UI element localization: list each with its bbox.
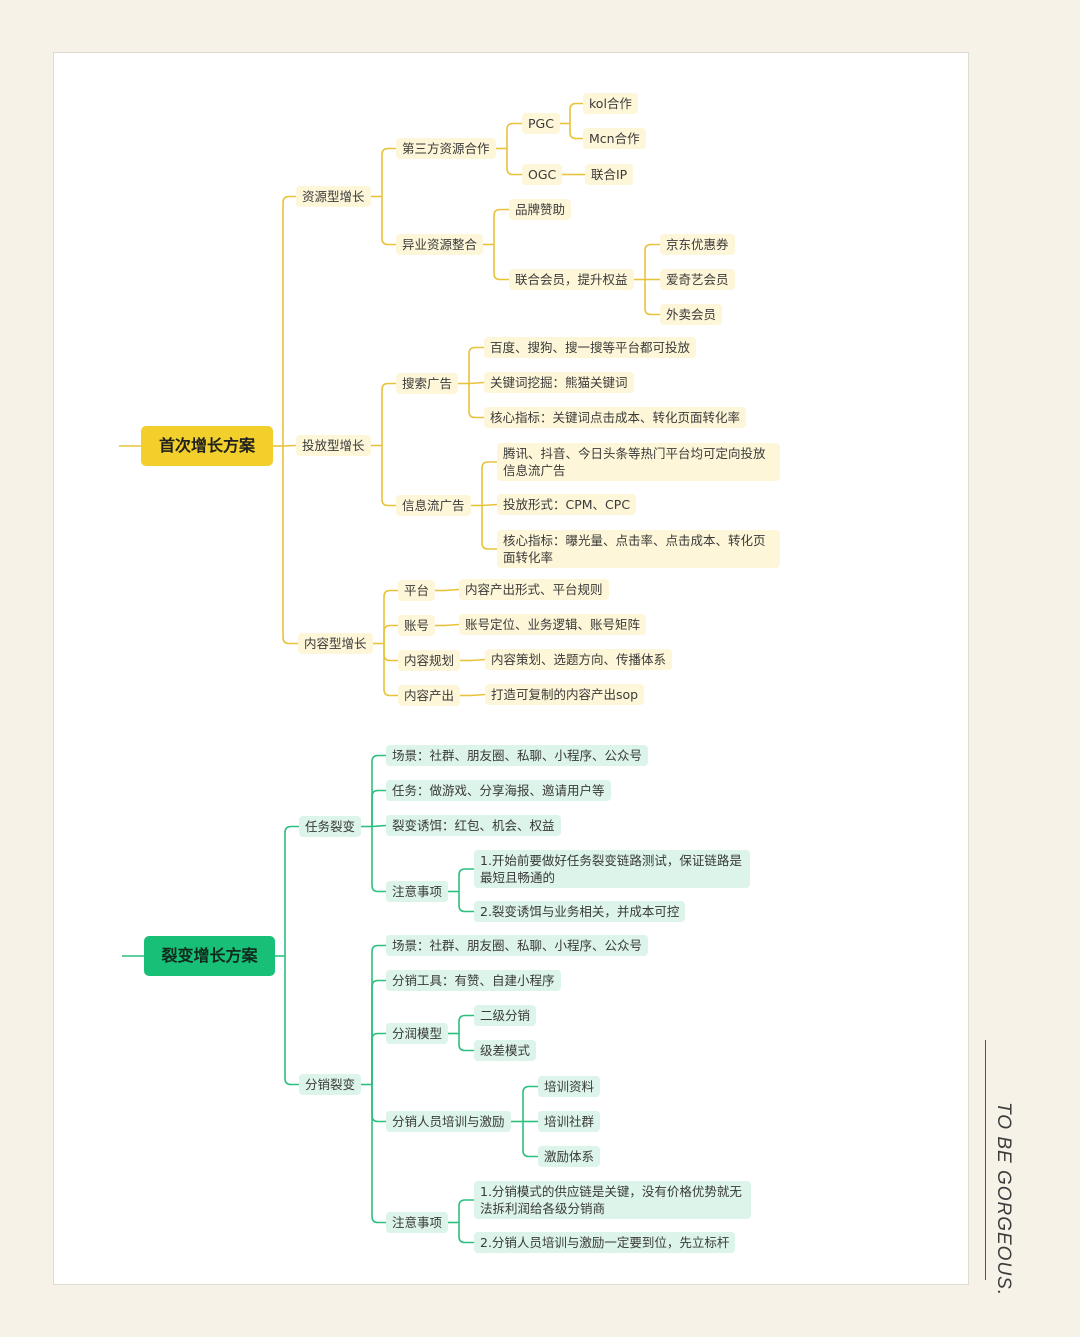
node-search-kpi[interactable]: 核心指标：关键词点击成本、转化页面转化率	[484, 407, 747, 428]
node-joint-member[interactable]: 联合会员，提升权益	[509, 269, 634, 290]
node-dist-training[interactable]: 分销人员培训与激励	[386, 1111, 511, 1132]
node-dist-level2[interactable]: 二级分销	[474, 1005, 537, 1026]
node-task-task[interactable]: 任务：做游戏、分享海报、邀请用户等	[386, 780, 611, 801]
tagline: TO BE GORGEOUS.	[993, 1102, 1014, 1297]
branch-content-growth[interactable]: 内容型增长	[298, 633, 373, 654]
node-third-party[interactable]: 第三方资源合作	[396, 138, 496, 159]
node-iqiyi[interactable]: 爱奇艺会员	[660, 269, 735, 290]
node-task-bait[interactable]: 裂变诱饵：红包、机会、权益	[386, 815, 561, 836]
node-feed-platforms[interactable]: 腾讯、抖音、今日头条等热门平台均可定向投放信息流广告	[497, 443, 780, 481]
node-kol[interactable]: kol合作	[583, 93, 638, 114]
node-task-scene[interactable]: 场景：社群、朋友圈、私聊、小程序、公众号	[386, 745, 649, 766]
node-takeout[interactable]: 外卖会员	[660, 304, 723, 325]
branch-ads-growth[interactable]: 投放型增长	[296, 435, 371, 456]
node-task-note1[interactable]: 1.开始前要做好任务裂变链路测试，保证链路是最短且畅通的	[474, 850, 750, 888]
node-platform[interactable]: 平台	[398, 580, 436, 601]
node-feed-ads[interactable]: 信息流广告	[396, 495, 471, 516]
node-output-detail[interactable]: 打造可复制的内容产出sop	[485, 684, 645, 705]
node-jd-coupon[interactable]: 京东优惠券	[660, 234, 735, 255]
node-cross-industry[interactable]: 异业资源整合	[396, 234, 484, 255]
node-mcn[interactable]: Mcn合作	[583, 128, 646, 149]
node-joint-ip[interactable]: 联合IP	[585, 164, 634, 185]
node-dist-model[interactable]: 分润模型	[386, 1023, 449, 1044]
node-dist-diff[interactable]: 级差模式	[474, 1040, 537, 1061]
node-dist-note1[interactable]: 1.分销模式的供应链是关键，没有价格优势就无法拆利润给各级分销商	[474, 1181, 751, 1219]
branch-task-fission[interactable]: 任务裂变	[299, 816, 362, 837]
root-fission-growth[interactable]: 裂变增长方案	[144, 936, 275, 976]
node-train-incentive[interactable]: 激励体系	[538, 1146, 601, 1167]
branch-resource-growth[interactable]: 资源型增长	[296, 186, 371, 207]
node-account-detail[interactable]: 账号定位、业务逻辑、账号矩阵	[459, 614, 647, 635]
root-first-growth[interactable]: 首次增长方案	[141, 426, 273, 466]
node-ogc[interactable]: OGC	[522, 164, 563, 185]
node-search-platforms[interactable]: 百度、搜狗、搜一搜等平台都可投放	[484, 337, 697, 358]
node-dist-scene[interactable]: 场景：社群、朋友圈、私聊、小程序、公众号	[386, 935, 649, 956]
node-train-community[interactable]: 培训社群	[538, 1111, 601, 1132]
node-platform-detail[interactable]: 内容产出形式、平台规则	[459, 579, 609, 600]
node-train-materials[interactable]: 培训资料	[538, 1076, 601, 1097]
node-dist-tool[interactable]: 分销工具：有赞、自建小程序	[386, 970, 561, 991]
node-task-notes[interactable]: 注意事项	[386, 881, 449, 902]
tagline-divider	[985, 1040, 986, 1280]
node-task-note2[interactable]: 2.裂变诱饵与业务相关，并成本可控	[474, 901, 686, 922]
node-pgc[interactable]: PGC	[522, 113, 560, 134]
node-keyword-mining[interactable]: 关键词挖掘：熊猫关键词	[484, 372, 634, 393]
node-account[interactable]: 账号	[398, 615, 436, 636]
node-content-output[interactable]: 内容产出	[398, 685, 461, 706]
node-feed-kpi[interactable]: 核心指标：曝光量、点击率、点击成本、转化页面转化率	[497, 530, 780, 568]
node-planning-detail[interactable]: 内容策划、选题方向、传播体系	[485, 649, 673, 670]
node-dist-notes[interactable]: 注意事项	[386, 1212, 449, 1233]
node-dist-note2[interactable]: 2.分销人员培训与激励一定要到位，先立标杆	[474, 1232, 736, 1253]
node-brand-sponsor[interactable]: 品牌赞助	[509, 199, 572, 220]
node-search-ads[interactable]: 搜索广告	[396, 373, 459, 394]
branch-dist-fission[interactable]: 分销裂变	[299, 1074, 362, 1095]
node-content-planning[interactable]: 内容规划	[398, 650, 461, 671]
node-feed-format[interactable]: 投放形式：CPM、CPC	[497, 494, 637, 515]
